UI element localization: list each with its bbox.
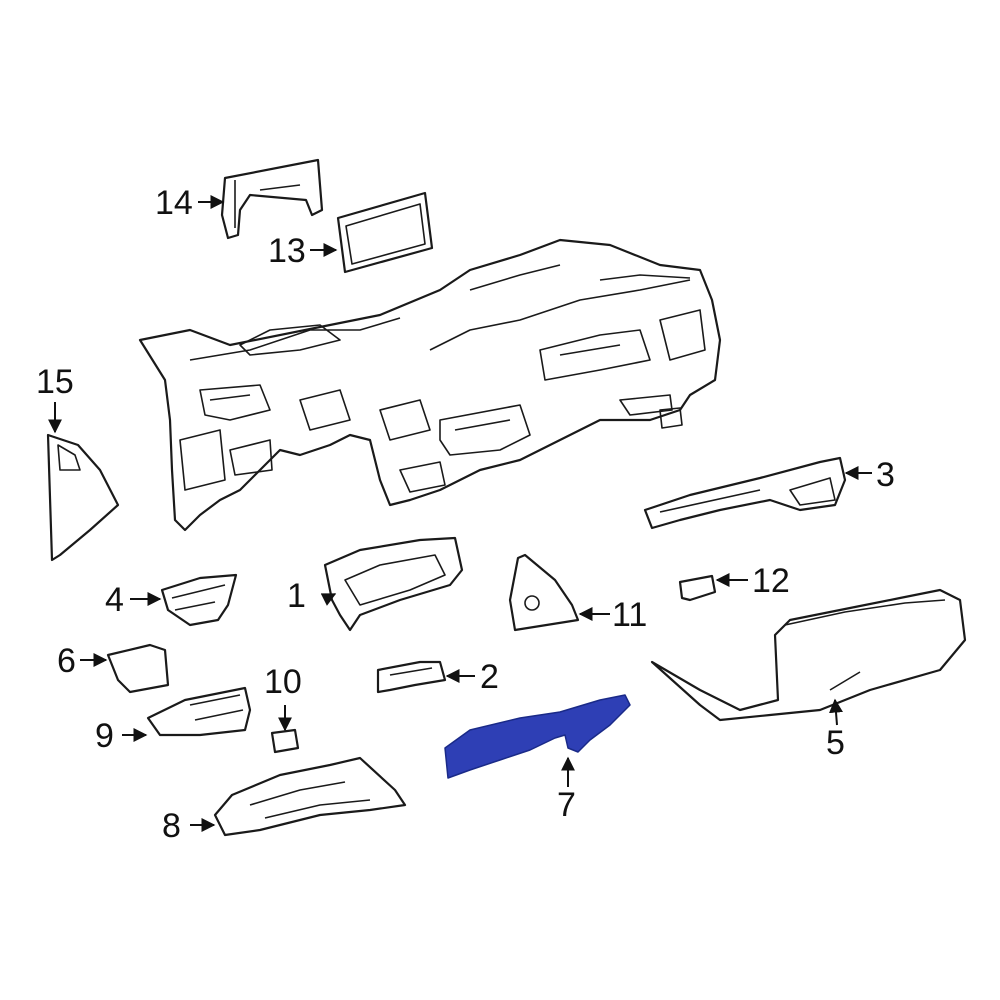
callout-labels: 1 2 3 4 5 6 7 8 9 10 11 12 13 14 15 [36, 184, 895, 845]
callout-15: 15 [36, 363, 74, 401]
part-7-reinforcement-highlighted[interactable] [444, 694, 631, 779]
callout-1: 1 [287, 577, 306, 615]
part-5-lower-panel[interactable] [650, 588, 967, 722]
callout-14: 14 [155, 184, 193, 222]
callout-11: 11 [612, 596, 647, 634]
part-2-bezel[interactable] [376, 660, 447, 694]
callout-5: 5 [826, 724, 845, 762]
callout-12: 12 [752, 562, 790, 600]
part-11-corner-panel[interactable] [508, 553, 580, 632]
callout-9: 9 [95, 717, 114, 755]
callout-4: 4 [105, 581, 124, 619]
part-8-lower-cover[interactable] [213, 756, 407, 837]
callout-3: 3 [876, 456, 895, 494]
part-10-clip[interactable] [270, 728, 300, 754]
callout-8: 8 [162, 807, 181, 845]
part-1-cluster-hood[interactable] [323, 536, 464, 632]
callout-2: 2 [480, 658, 499, 696]
part-15-side-panel[interactable] [46, 433, 120, 562]
callout-10: 10 [264, 663, 302, 701]
leader-arrows [48, 195, 872, 832]
instrument-panel-part[interactable] [138, 238, 722, 532]
part-13-display[interactable] [336, 191, 434, 274]
part-14-bracket[interactable] [220, 158, 324, 240]
part-4-vent[interactable] [160, 573, 238, 627]
part-7-shape [444, 694, 631, 779]
part-6-bracket[interactable] [106, 643, 170, 694]
part-3-trim[interactable] [643, 456, 847, 530]
callout-7: 7 [557, 786, 576, 824]
part-12-clip[interactable] [678, 574, 717, 602]
callout-13: 13 [268, 232, 306, 270]
part-9-duct[interactable] [146, 686, 252, 737]
callout-6: 6 [57, 642, 76, 680]
